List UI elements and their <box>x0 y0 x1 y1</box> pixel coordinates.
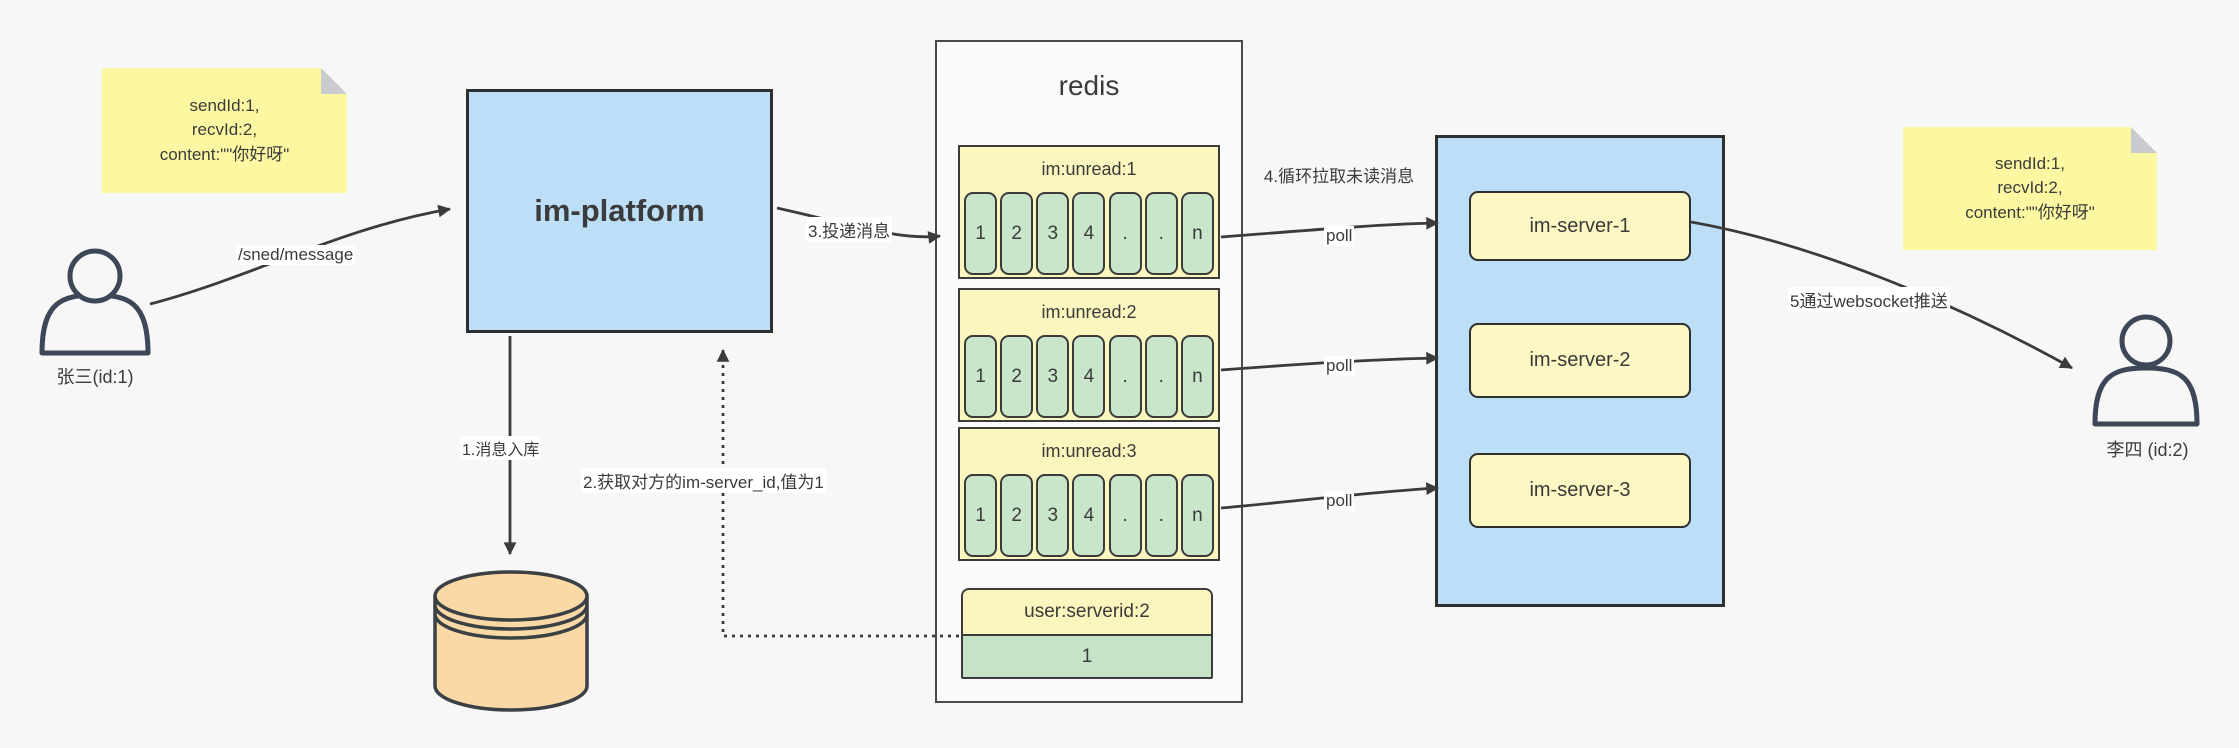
im-server-cluster: im-server-1 im-server-2 im-server-3 <box>1435 135 1725 607</box>
kv-user-serverid: user:serverid:2 1 <box>961 588 1213 679</box>
queue-cell: . <box>1108 335 1142 418</box>
pull-edge-label: 4.循环拉取未读消息 <box>1263 167 1415 186</box>
queue-cell: 1 <box>964 192 997 275</box>
lookup-edge-label: 2.获取对方的im-server_id,值为1 <box>581 468 826 493</box>
queue-cell: 2 <box>1000 474 1034 557</box>
mysql-label: mysql <box>486 648 537 669</box>
queue-cell: 4 <box>1072 474 1106 557</box>
queue-cell: n <box>1180 335 1214 418</box>
note-line: content:""你好呀" <box>1965 202 2095 222</box>
receiver-label: 李四 (id:2) <box>2106 440 2189 460</box>
queue-cell: . <box>1144 474 1178 557</box>
queue-cell: 1 <box>964 335 997 418</box>
sender-person-icon <box>39 248 151 356</box>
queue-cell: n <box>1180 192 1214 275</box>
send-edge-label: /sned/message <box>236 245 356 265</box>
im-platform-box: im-platform <box>466 89 773 333</box>
queue-cell: 4 <box>1072 335 1106 418</box>
queue-cell: . <box>1108 474 1142 557</box>
queue-cell: 3 <box>1036 474 1070 557</box>
kv-key: user:serverid:2 <box>963 590 1211 634</box>
queue-cell: . <box>1144 335 1178 418</box>
queue-cells: 1 2 3 4 . . n <box>960 335 1218 418</box>
note-line: sendId:1, <box>189 95 260 115</box>
queue-cell: . <box>1108 192 1142 275</box>
poll-label-1: poll <box>1324 226 1355 246</box>
note-line: recvId:2, <box>191 120 258 140</box>
note-line: content:""你好呀" <box>159 144 290 164</box>
queue-im-unread-1: im:unread:1 1 2 3 4 . . n <box>958 145 1220 279</box>
im-server-1-box: im-server-1 <box>1469 191 1691 261</box>
im-platform-label: im-platform <box>534 193 705 228</box>
deliver-edge-label: 3.投递消息 <box>806 217 893 242</box>
queue-cell: n <box>1180 474 1214 557</box>
note-line: recvId:2, <box>1997 178 2063 198</box>
im-server-2-box: im-server-2 <box>1469 323 1691 398</box>
queue-im-unread-2: im:unread:2 1 2 3 4 . . n <box>958 288 1220 422</box>
im-server-label: im-server-3 <box>1529 479 1631 501</box>
queue-cell: 2 <box>1000 192 1034 275</box>
sender-label: 张三(id:1) <box>56 367 134 387</box>
poll-label-3: poll <box>1324 491 1355 511</box>
lookup-arrow <box>716 348 959 638</box>
queue-name: im:unread:1 <box>1041 159 1137 179</box>
queue-cell: 3 <box>1036 192 1070 275</box>
queue-im-unread-3: im:unread:3 1 2 3 4 . . n <box>958 427 1220 561</box>
im-server-label: im-server-1 <box>1529 214 1631 237</box>
queue-cell: 1 <box>964 474 997 557</box>
queue-cell: . <box>1144 192 1178 275</box>
push-edge-label: 5通过websocket推送 <box>1788 287 1950 312</box>
queue-name: im:unread:2 <box>1041 302 1137 322</box>
queue-cell: 2 <box>1000 335 1034 418</box>
mysql-cylinder-icon <box>433 570 589 712</box>
sticky-note-right: sendId:1, recvId:2, content:""你好呀" <box>1903 127 2157 250</box>
im-server-label: im-server-2 <box>1529 349 1631 371</box>
im-server-3-box: im-server-3 <box>1469 453 1691 528</box>
queue-name: im:unread:3 <box>1041 441 1137 461</box>
queue-cells: 1 2 3 4 . . n <box>960 192 1218 275</box>
queue-cell: 4 <box>1072 192 1106 275</box>
queue-cell: 3 <box>1036 335 1070 418</box>
receiver-person-icon <box>2092 314 2200 427</box>
note-line: sendId:1, <box>1995 153 2065 173</box>
queue-cells: 1 2 3 4 . . n <box>960 474 1218 557</box>
sticky-note-left: sendId:1, recvId:2, content:""你好呀" <box>102 68 347 193</box>
poll-label-2: poll <box>1324 356 1355 376</box>
store-edge-label: 1.消息入库 <box>460 436 542 460</box>
kv-value: 1 <box>963 634 1211 677</box>
redis-title: redis <box>1058 70 1120 101</box>
